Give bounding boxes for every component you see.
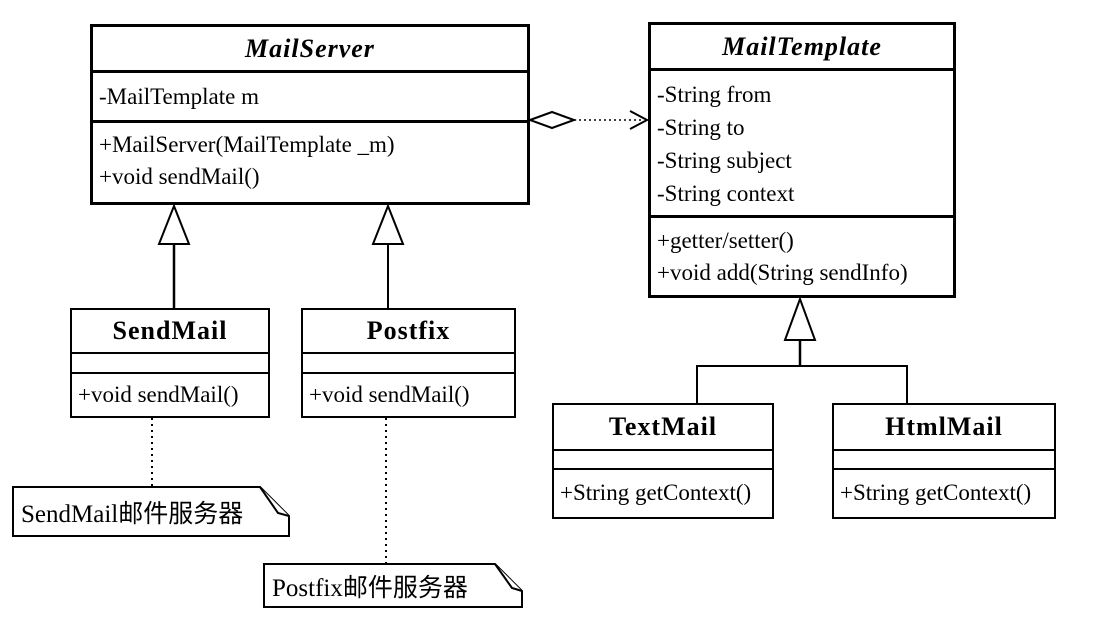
method-row: +void add(String sendInfo) <box>657 260 908 285</box>
class-name-label: MailTemplate <box>722 31 882 61</box>
attribute-row: -MailTemplate m <box>99 84 259 109</box>
attribute-row: -String subject <box>657 148 792 173</box>
class-textmail: TextMail +String getContext() <box>552 403 774 519</box>
class-name-label: Postfix <box>366 316 451 345</box>
methods-compartment: +MailServer(MailTemplate _m) +void sendM… <box>93 123 527 202</box>
methods-compartment: +void sendMail() <box>72 374 268 416</box>
attribute-row: -String to <box>657 115 745 140</box>
class-title: Postfix <box>303 310 514 354</box>
method-row: +void sendMail() <box>99 164 260 189</box>
method-row: +getter/setter() <box>657 228 794 253</box>
note-text: SendMail邮件服务器 <box>21 501 244 528</box>
note-outline-icon <box>12 486 290 537</box>
class-title: TextMail <box>554 405 772 451</box>
class-name-label: MailServer <box>245 33 375 63</box>
method-row: +void sendMail() <box>78 382 239 407</box>
method-row: +MailServer(MailTemplate _m) <box>99 132 395 157</box>
attributes-compartment: -MailTemplate m <box>93 73 527 123</box>
generalization-branch-line <box>696 365 908 403</box>
class-title: MailTemplate <box>651 25 953 71</box>
methods-compartment: +String getContext() <box>834 470 1054 517</box>
generalization-triangle-postfix-icon <box>371 203 405 245</box>
attributes-compartment <box>554 451 772 470</box>
methods-compartment: +void sendMail() <box>303 374 514 416</box>
note-outline-icon <box>263 563 523 608</box>
attributes-compartment <box>72 354 268 374</box>
note-text: Postfix邮件服务器 <box>272 575 468 602</box>
note-postfix: Postfix邮件服务器 <box>263 563 524 609</box>
class-htmlmail: HtmlMail +String getContext() <box>832 403 1056 519</box>
generalization-triangle-mailtemplate-icon <box>783 296 817 341</box>
class-name-label: HtmlMail <box>885 412 1003 441</box>
aggregation-diamond-icon <box>527 110 577 130</box>
attributes-compartment: -String from -String to -String subject … <box>651 71 953 218</box>
class-title: HtmlMail <box>834 405 1054 451</box>
methods-compartment: +String getContext() <box>554 470 772 517</box>
generalization-triangle-sendmail-icon <box>157 203 191 245</box>
note-sendmail: SendMail邮件服务器 <box>12 486 291 538</box>
class-title: SendMail <box>72 310 268 354</box>
class-mailtemplate: MailTemplate -String from -String to -St… <box>648 22 956 298</box>
method-row: +String getContext() <box>560 480 752 505</box>
class-postfix: Postfix +void sendMail() <box>301 308 516 418</box>
class-name-label: SendMail <box>112 316 228 345</box>
attribute-row: -String from <box>657 82 772 107</box>
method-row: +void sendMail() <box>309 382 470 407</box>
class-name-label: TextMail <box>608 412 718 441</box>
method-row: +String getContext() <box>840 480 1032 505</box>
class-mailserver: MailServer -MailTemplate m +MailServer(M… <box>90 24 530 205</box>
class-title: MailServer <box>93 27 527 73</box>
aggregation-open-arrow-icon <box>629 110 650 130</box>
attribute-row: -String context <box>657 181 795 206</box>
class-sendmail: SendMail +void sendMail() <box>70 308 270 418</box>
attributes-compartment <box>303 354 514 374</box>
attributes-compartment <box>834 451 1054 470</box>
methods-compartment: +getter/setter() +void add(String sendIn… <box>651 218 953 295</box>
